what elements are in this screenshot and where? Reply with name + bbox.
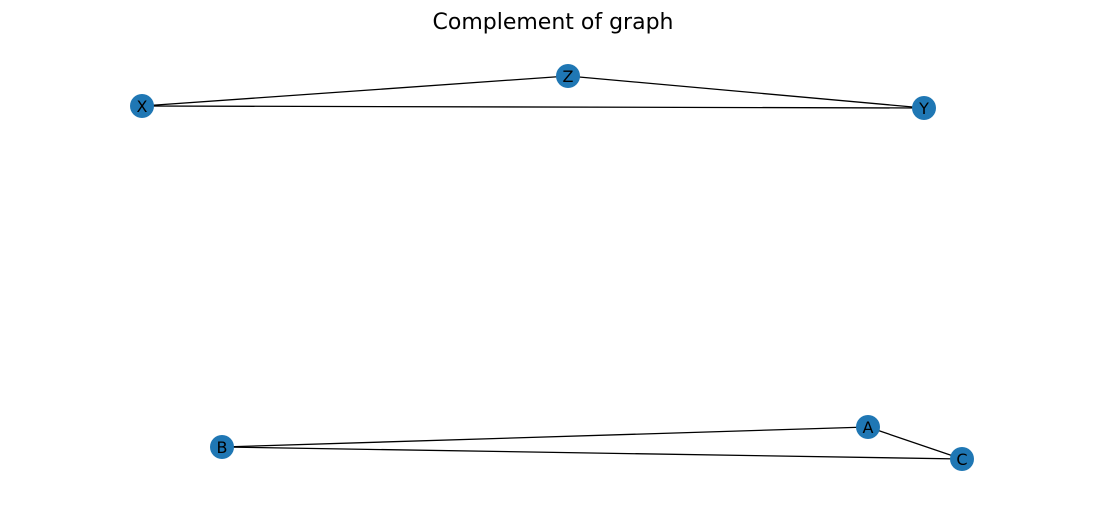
- edge-b-a: [221, 426, 869, 448]
- node-label-x: X: [137, 97, 148, 116]
- edge-a-c: [867, 426, 963, 460]
- node-circle-a: [856, 415, 880, 439]
- edge-b-c: [221, 446, 963, 460]
- node-circle-y: [912, 96, 936, 120]
- node-a: A: [856, 415, 880, 439]
- nodes-layer: X Z Y B A C: [130, 64, 974, 471]
- node-circle-x: [130, 94, 154, 118]
- graph-title: Complement of graph: [433, 10, 674, 35]
- node-c: C: [950, 447, 974, 471]
- edge-x-z: [141, 75, 569, 107]
- node-label-c: C: [956, 450, 967, 469]
- edge-x-y: [141, 105, 925, 109]
- node-label-z: Z: [563, 67, 574, 86]
- node-circle-c: [950, 447, 974, 471]
- edge-z-y: [567, 75, 925, 109]
- node-circle-b: [210, 435, 234, 459]
- node-b: B: [210, 435, 234, 459]
- edges-layer: [141, 75, 963, 460]
- node-label-b: B: [217, 438, 228, 457]
- node-circle-z: [556, 64, 580, 88]
- node-z: Z: [556, 64, 580, 88]
- node-x: X: [130, 94, 154, 118]
- node-label-a: A: [863, 418, 874, 437]
- node-label-y: Y: [918, 99, 929, 118]
- node-y: Y: [912, 96, 936, 120]
